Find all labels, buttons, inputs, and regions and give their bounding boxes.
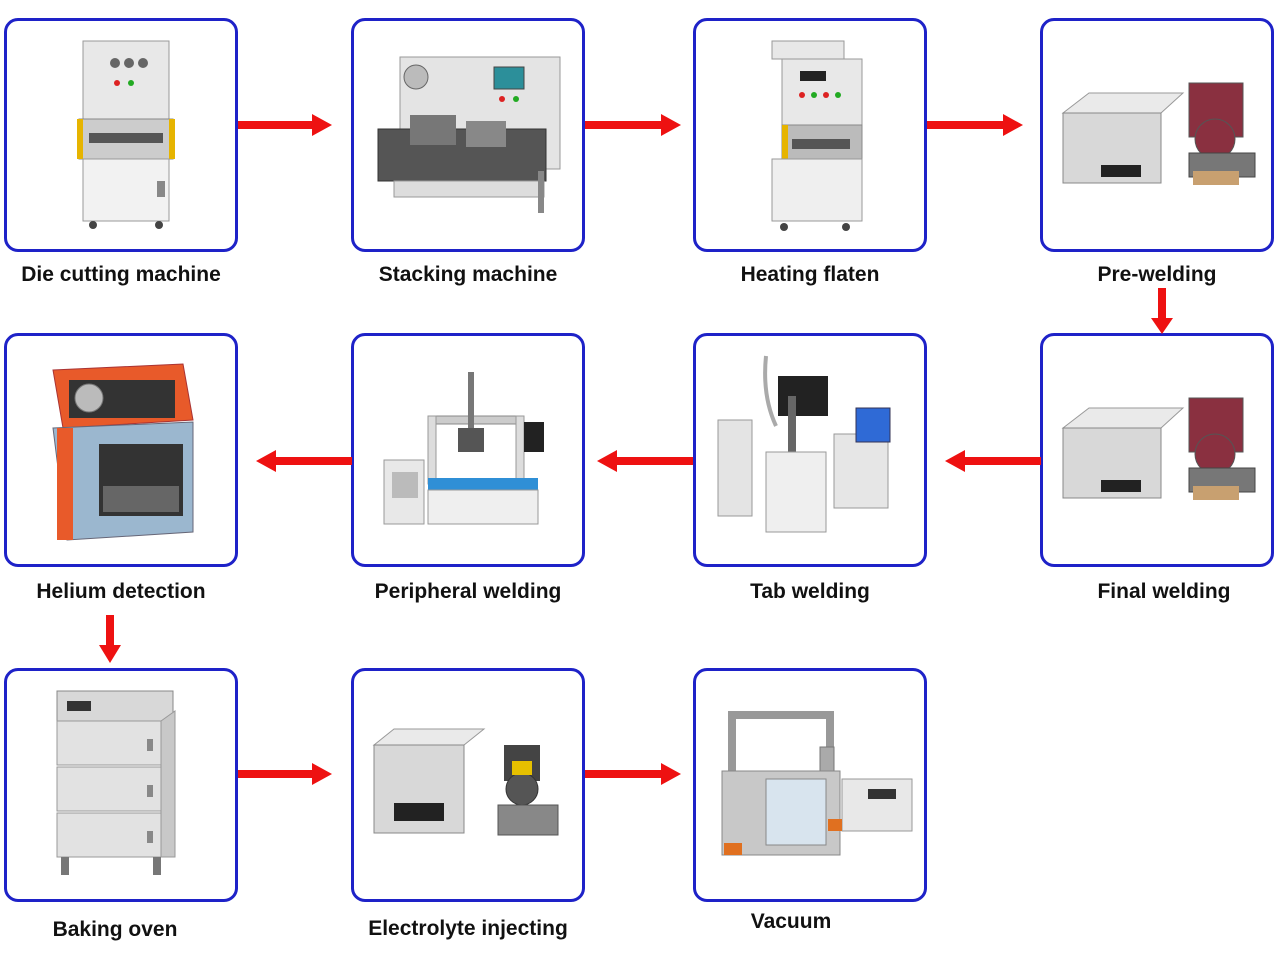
injector-icon	[372, 728, 559, 836]
step-card-vacuum	[693, 668, 927, 902]
ultrasonic-welder-icon	[1061, 397, 1256, 500]
step-card-heating-platen	[693, 18, 927, 252]
ultrasonic-welder-icon	[1061, 82, 1256, 185]
step-card-baking-oven	[4, 668, 238, 902]
die-cutting-machine-icon	[77, 40, 175, 229]
arrow-left	[256, 450, 352, 472]
step-card-electrolyte-injecting	[351, 668, 585, 902]
step-label: Electrolyte injecting	[368, 917, 568, 940]
arrow-right	[238, 114, 332, 136]
arrow-left	[597, 450, 693, 472]
step-label: Peripheral welding	[374, 580, 562, 603]
step-label: Helium detection	[36, 580, 206, 603]
arrow-right	[585, 763, 681, 785]
step-label: Vacuum	[750, 910, 832, 933]
step-label: Tab welding	[750, 580, 870, 603]
arrow-down	[99, 615, 121, 663]
stacking-machine-icon	[377, 56, 561, 213]
arrow-right	[238, 763, 332, 785]
step-card-helium-detection	[4, 333, 238, 567]
step-card-final-welding	[1040, 333, 1274, 567]
laser-welder-icon	[717, 355, 891, 533]
helium-leak-detector-icon	[52, 363, 194, 541]
step-label: Die cutting machine	[21, 263, 221, 286]
step-label: Pre-welding	[1097, 263, 1217, 286]
arrow-down	[1151, 288, 1173, 334]
arrow-right	[585, 114, 681, 136]
step-card-peripheral-welding	[351, 333, 585, 567]
vacuum-chamber-icon	[721, 711, 913, 856]
step-label: Final welding	[1097, 580, 1231, 603]
oven-icon	[56, 690, 176, 875]
arrow-right	[927, 114, 1023, 136]
arrow-left	[945, 450, 1041, 472]
step-label: Baking oven	[52, 918, 178, 941]
step-card-tab-welding	[693, 333, 927, 567]
heating-platen-icon	[771, 40, 863, 231]
step-label: Heating flaten	[740, 263, 880, 286]
step-card-pre-welding	[1040, 18, 1274, 252]
gantry-welder-icon	[383, 372, 544, 525]
step-card-die-cutting	[4, 18, 238, 252]
step-card-stacking	[351, 18, 585, 252]
step-label: Stacking machine	[378, 263, 558, 286]
